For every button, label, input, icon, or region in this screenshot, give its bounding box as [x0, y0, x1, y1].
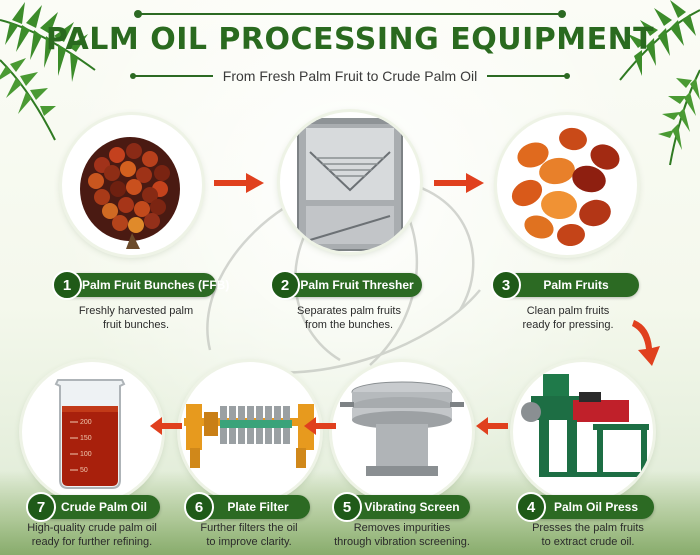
step-1-description: Freshly harvested palm fruit bunches. — [51, 304, 221, 332]
step-7-name: Crude Palm Oil — [60, 500, 148, 514]
step-3-name: Palm Fruits — [543, 278, 609, 292]
step-6-desc-line: Further filters the oil — [200, 522, 298, 534]
thresher-machine-icon — [294, 118, 406, 251]
step-6-description: Further filters the oil to improve clari… — [164, 521, 334, 549]
step-2-label: 2 Palm Fruit Thresher — [270, 270, 422, 300]
step-5-image — [332, 362, 472, 502]
step-2-desc-line: from the bunches. — [304, 319, 394, 331]
step-2-name: Palm Fruit Thresher — [300, 278, 414, 292]
step-3-desc-line: ready for pressing. — [522, 319, 614, 331]
page-title: PALM OIL PROCESSING EQUIPMENT — [45, 22, 655, 57]
step-5-desc-line: Removes impurities — [353, 522, 451, 534]
beaker-mark: 150 — [80, 435, 92, 442]
step-1-number: 1 — [52, 270, 82, 300]
step-4-description: Presses the palm fruits to extract crude… — [503, 521, 673, 549]
beaker-mark: 100 — [80, 451, 92, 458]
palm-leaf-left-icon — [0, 2, 96, 141]
step-7-label: 7 Crude Palm Oil — [26, 492, 160, 522]
step-7-desc-line: ready for further refining. — [31, 536, 153, 548]
header: PALM OIL PROCESSING EQUIPMENT From Fresh… — [0, 0, 700, 90]
subtitle-line-left — [129, 73, 213, 79]
step-5-number: 5 — [332, 492, 362, 522]
subtitle-row: From Fresh Palm Fruit to Crude Palm Oil — [0, 66, 700, 86]
step-1-desc-line: fruit bunches. — [102, 319, 170, 331]
palm-fruit-bunch-icon — [80, 137, 180, 249]
arrow-1-to-2-icon — [214, 173, 264, 193]
step-1-image — [62, 115, 202, 255]
step-5-name: Vibrating Screen — [364, 500, 460, 514]
step-1-label: 1 Palm Fruit Bunches (FFB) — [52, 270, 229, 300]
arrow-4-to-5-icon — [476, 417, 508, 435]
step-6-name: Plate Filter — [227, 500, 289, 514]
step-7-number: 7 — [26, 492, 56, 522]
step-5-label: 5 Vibrating Screen — [332, 492, 470, 522]
beaker-mark: 50 — [80, 467, 88, 474]
step-5-description: Removes impurities through vibration scr… — [317, 521, 487, 549]
step-1-desc-line: Freshly harvested palm — [78, 305, 194, 317]
arrow-6-to-7-icon — [150, 417, 182, 435]
arrow-3-to-4-icon — [632, 320, 660, 366]
step-7-desc-line: High-quality crude palm oil — [27, 522, 157, 534]
oil-press-machine-icon — [521, 374, 649, 477]
step-3-image — [497, 115, 637, 255]
page-subtitle: From Fresh Palm Fruit to Crude Palm Oil — [222, 68, 478, 84]
subtitle-line-right — [487, 73, 571, 79]
step-4-name: Palm Oil Press — [553, 500, 639, 514]
step-6-desc-line: to improve clarity. — [206, 536, 292, 548]
step-6-label: 6 Plate Filter — [184, 492, 310, 522]
beaker-mark: 200 — [80, 419, 92, 426]
step-2-image — [280, 112, 420, 252]
step-5-desc-line: through vibration screening. — [334, 536, 470, 548]
step-6-number: 6 — [184, 492, 214, 522]
arrow-5-to-6-icon — [304, 417, 336, 435]
vibrating-screen-icon — [340, 381, 464, 476]
step-3-description: Clean palm fruits ready for pressing. — [483, 304, 653, 332]
step-4-desc-line: Presses the palm fruits — [532, 522, 644, 534]
beaker-crude-oil-icon: 200 150 100 50 — [54, 379, 126, 489]
step-7-image: 200 150 100 50 — [22, 362, 162, 502]
title-decor-line — [134, 10, 566, 18]
step-3-label: 3 Palm Fruits — [491, 270, 639, 300]
step-4-number: 4 — [516, 492, 546, 522]
step-1-name: Palm Fruit Bunches (FFB) — [82, 278, 230, 292]
arrow-2-to-3-icon — [434, 173, 484, 193]
step-2-number: 2 — [270, 270, 300, 300]
step-4-image — [513, 362, 653, 502]
step-6-image — [180, 362, 320, 502]
step-4-desc-line: to extract crude oil. — [541, 536, 635, 548]
step-2-description: Separates palm fruits from the bunches. — [264, 304, 434, 332]
palm-fruits-icon — [511, 127, 620, 247]
step-4-label: 4 Palm Oil Press — [516, 492, 654, 522]
step-2-desc-line: Separates palm fruits — [297, 305, 401, 317]
step-7-description: High-quality crude palm oil ready for fu… — [7, 521, 177, 549]
step-3-number: 3 — [491, 270, 521, 300]
palm-leaf-right-icon — [619, 0, 700, 166]
step-3-desc-line: Clean palm fruits — [526, 305, 610, 317]
plate-filter-icon — [184, 404, 316, 468]
